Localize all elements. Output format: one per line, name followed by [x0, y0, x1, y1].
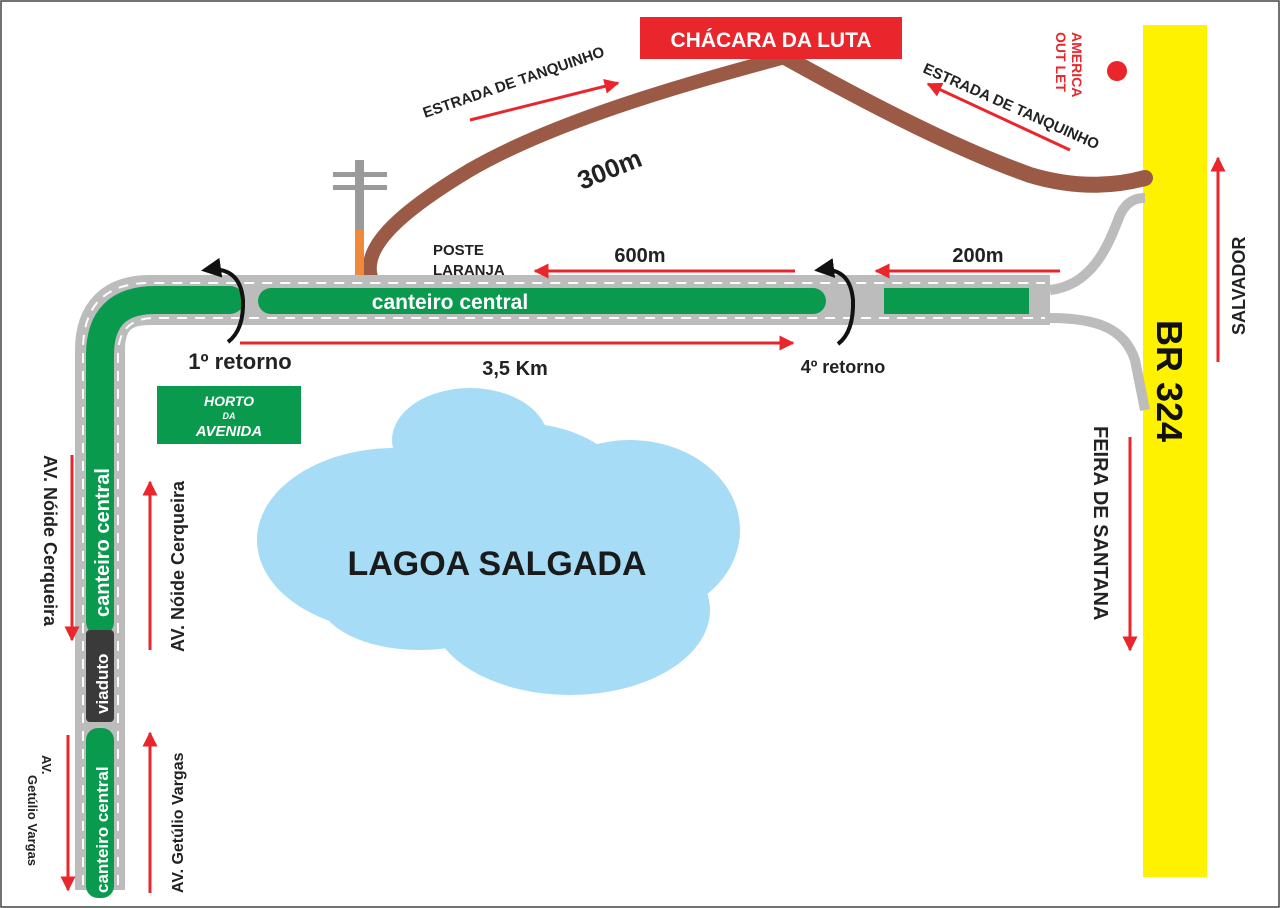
lake-label: LAGOA SALGADA: [347, 545, 646, 583]
poste-label-line2: LARANJA: [433, 262, 505, 279]
horto-sign: [157, 386, 301, 444]
getulio-left-label-2: Getúlio Vargas: [25, 775, 40, 866]
feira-label: FEIRA DE SANTANA: [1089, 426, 1111, 620]
america-outlet-line2: OUT LET: [1053, 32, 1069, 92]
utility-pole-icon: [333, 160, 387, 275]
br-324-highway: [1143, 25, 1207, 877]
br-324-label: BR 324: [1149, 320, 1190, 442]
fourth-return-label: 4º retorno: [801, 357, 886, 377]
first-return-label: 1º retorno: [188, 349, 291, 374]
lake-shape: [257, 388, 740, 695]
horto-line3: AVENIDA: [195, 423, 262, 440]
horto-line1: HORTO: [204, 393, 254, 409]
chacara-title: CHÁCARA DA LUTA: [670, 29, 871, 52]
estrada-left-arrow-icon: [469, 78, 620, 122]
distance-600m: 600m: [614, 245, 665, 267]
chacara-banner: [640, 17, 902, 59]
median-south: [86, 728, 114, 898]
noide-left-label: AV. Nóide Cerqueira: [40, 455, 60, 627]
estrada-right-arrow-icon: [926, 82, 1071, 152]
salvador-label: SALVADOR: [1229, 237, 1249, 335]
getulio-right-label: AV. Getúlio Vargas: [170, 752, 187, 893]
distance-300m: 300m: [573, 143, 646, 196]
distance-3-5km: 3,5 Km: [482, 358, 548, 380]
viaduto-block: [86, 630, 114, 722]
dirt-road-left: [362, 50, 792, 287]
lane-marking-inner: [117, 317, 1045, 885]
connector-up: [1049, 193, 1146, 295]
fourth-return-uturn-icon: [814, 258, 856, 346]
america-outlet-marker-icon: [1107, 61, 1127, 81]
median-vertical-label-1: canteiro central: [92, 468, 114, 617]
distance-200m: 200m: [952, 245, 1003, 267]
getulio-left-label-1: AV.: [39, 755, 54, 775]
america-outlet-line1: AMERICA: [1069, 32, 1085, 97]
median-main: [258, 288, 826, 314]
first-return-uturn-icon: [201, 257, 246, 344]
median-main-label: canteiro central: [372, 291, 528, 314]
horto-line2: DA: [223, 411, 236, 421]
median-east: [884, 288, 1029, 314]
median-corner: [86, 286, 244, 636]
connector-down: [1049, 313, 1150, 411]
median-vertical-label-2: canteiro central: [93, 766, 112, 893]
dirt-road-right: [777, 49, 1153, 193]
lane-marking-outer: [82, 282, 1045, 885]
viaduto-label: viaduto: [93, 654, 112, 714]
poste-label-line1: POSTE: [433, 242, 484, 259]
noide-right-label: AV. Nóide Cerqueira: [168, 480, 188, 652]
